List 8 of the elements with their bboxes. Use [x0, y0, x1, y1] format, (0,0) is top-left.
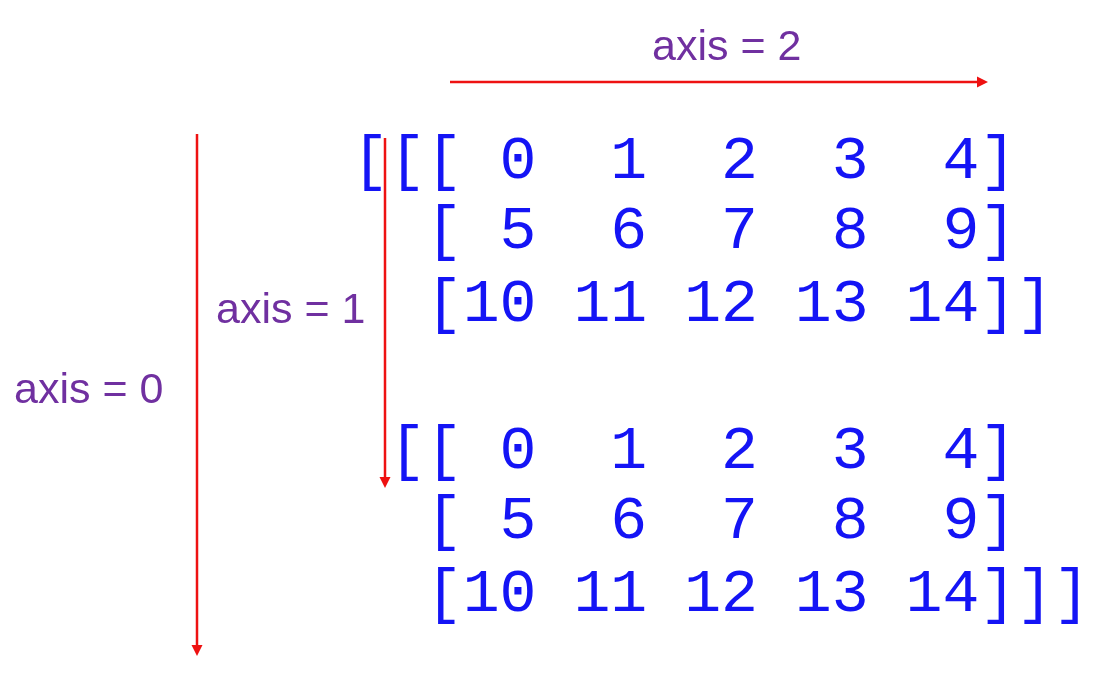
axis-label: axis = 0 [14, 365, 164, 413]
axis-label: axis = 2 [652, 22, 802, 70]
array-row: [[ 0 1 2 3 4] [388, 421, 1017, 483]
array-row: [ 5 6 7 8 9] [425, 491, 1017, 553]
array-row: [ 5 6 7 8 9] [425, 201, 1017, 263]
array-row: [10 11 12 13 14]]] [425, 564, 1091, 626]
axis-label: axis = 1 [216, 285, 366, 333]
array-row: [10 11 12 13 14]] [425, 274, 1054, 336]
